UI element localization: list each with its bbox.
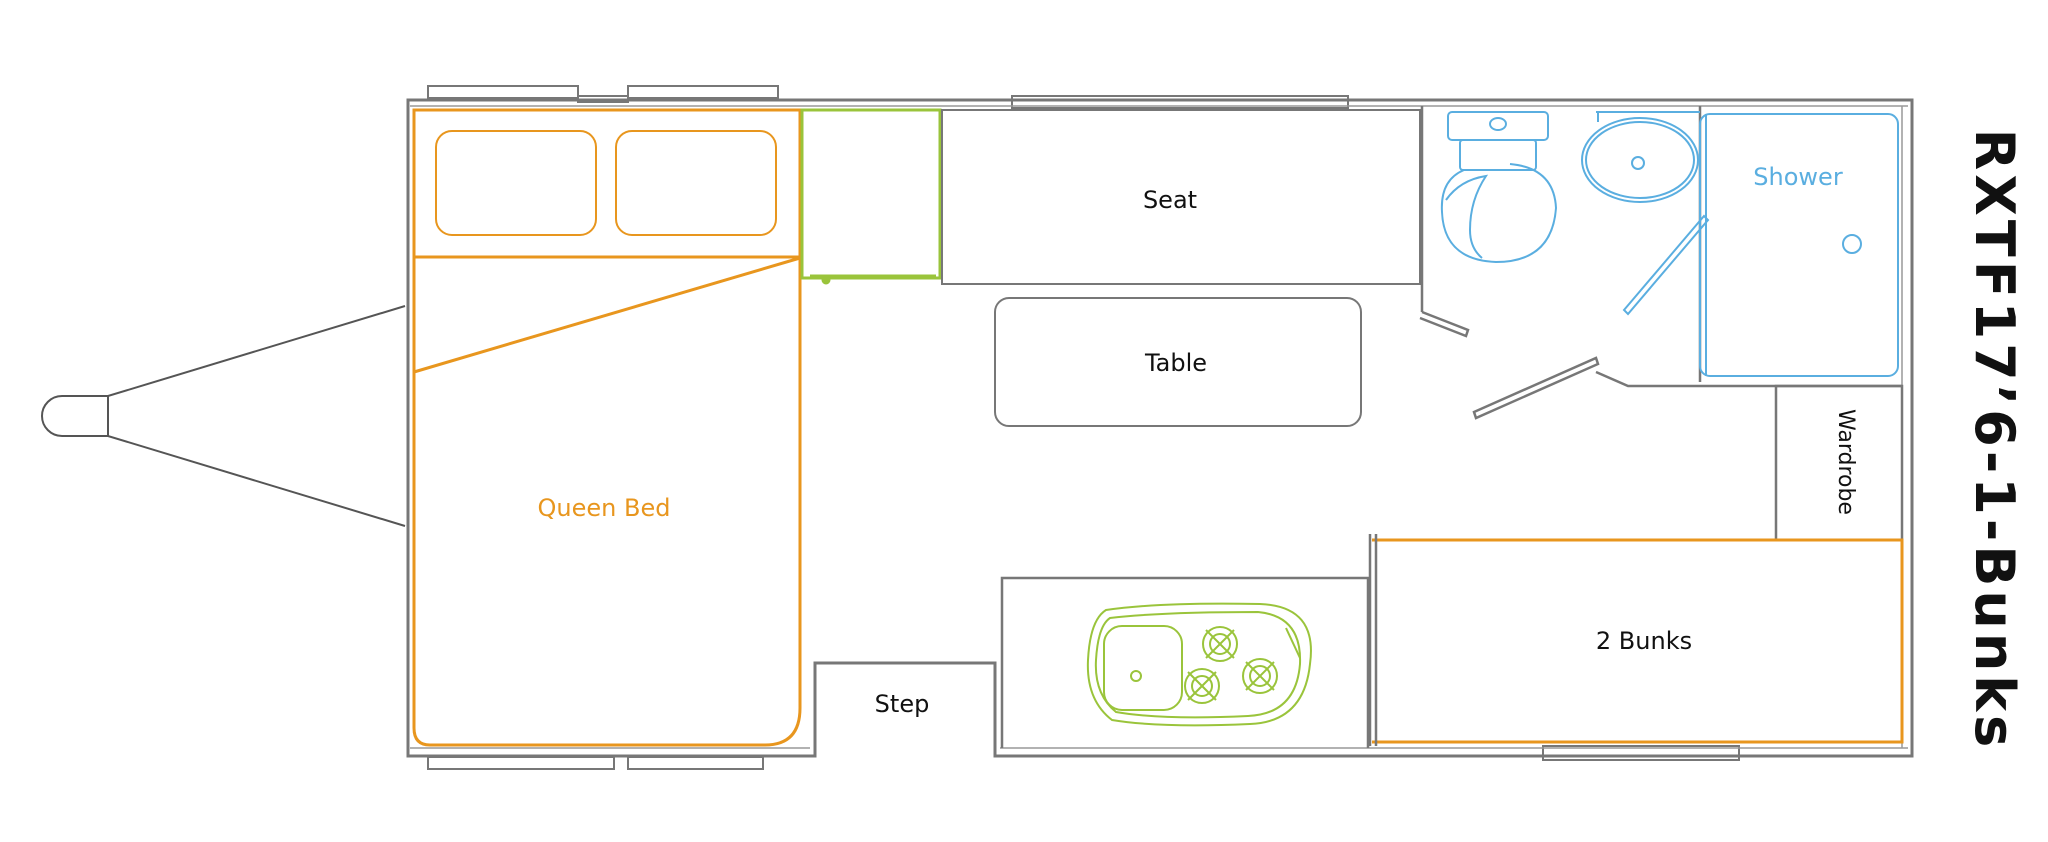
sink-cooktop bbox=[1086, 602, 1312, 727]
toilet bbox=[1440, 111, 1558, 264]
hand-basin bbox=[1581, 111, 1700, 203]
bunks bbox=[1372, 538, 1904, 744]
bunks-label: 2 Bunks bbox=[1596, 627, 1692, 655]
burner-icon bbox=[1242, 658, 1278, 694]
step-label: Step bbox=[875, 690, 930, 718]
table bbox=[994, 297, 1362, 427]
outer-walls bbox=[406, 98, 1914, 758]
table-label: Table bbox=[1144, 349, 1207, 377]
fridge-cabinet bbox=[800, 108, 942, 285]
windows bbox=[427, 85, 1740, 770]
burner-icon bbox=[1202, 626, 1238, 662]
bunks-wall bbox=[1368, 534, 1378, 746]
model-title: RXTF17’6-1-Bunks bbox=[1963, 129, 2026, 752]
burner-icon bbox=[1184, 668, 1220, 704]
queen-bed-label: Queen Bed bbox=[538, 494, 671, 522]
wardrobe-label: Wardrobe bbox=[1833, 409, 1858, 515]
shower bbox=[1622, 113, 1899, 377]
drawbar bbox=[41, 305, 406, 527]
seat-label: Seat bbox=[1143, 186, 1197, 214]
shower-label: Shower bbox=[1753, 163, 1843, 191]
queen-bed bbox=[412, 108, 802, 747]
seat bbox=[941, 109, 1421, 285]
kitchen-bench bbox=[1000, 576, 1370, 748]
